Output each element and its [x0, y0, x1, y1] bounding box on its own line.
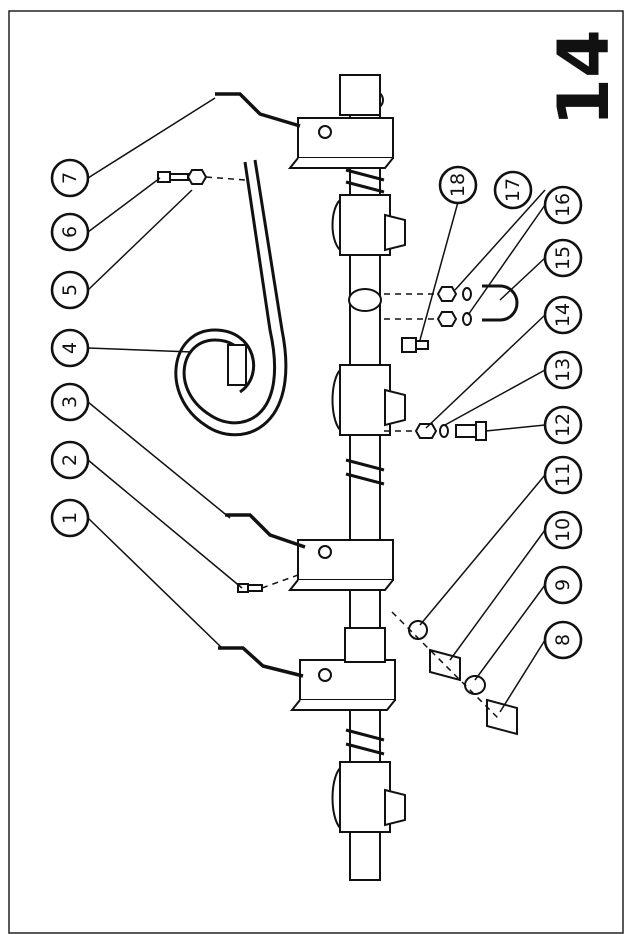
callout-18: 18: [438, 165, 478, 205]
callout-label: 4: [59, 342, 81, 354]
callout-label: 14: [552, 303, 574, 327]
callout-10: 10: [543, 510, 583, 550]
callout-label: 18: [447, 173, 469, 197]
callout-9: 9: [543, 565, 583, 605]
small-hardware: [157, 169, 519, 736]
callout-11: 11: [543, 455, 583, 495]
callout-label: 11: [552, 463, 574, 487]
callout-17: 17: [493, 170, 533, 210]
page-border: [8, 10, 624, 934]
callout-label: 2: [59, 454, 81, 466]
callout-label: 17: [502, 178, 524, 202]
callout-1: 1: [50, 498, 90, 538]
callout-15: 15: [543, 238, 583, 278]
main-shaft: [331, 87, 406, 881]
callout-3: 3: [50, 382, 90, 422]
assembly-lines: [205, 176, 501, 721]
callout-label: 7: [59, 172, 81, 184]
callout-label: 12: [552, 413, 574, 437]
leader-lines: [87, 97, 546, 713]
callout-13: 13: [543, 350, 583, 390]
callout-6: 6: [50, 212, 90, 252]
callout-14: 14: [543, 295, 583, 335]
tine-bracket-bottom: [218, 627, 396, 711]
callout-label: 8: [552, 634, 574, 646]
page-number: 14: [543, 29, 625, 126]
callout-4: 4: [50, 328, 90, 368]
spring-tine: [174, 159, 288, 437]
callout-label: 16: [552, 193, 574, 217]
callout-label: 15: [552, 246, 574, 270]
callout-label: 9: [552, 579, 574, 591]
callout-16: 16: [543, 185, 583, 225]
callout-8: 8: [543, 620, 583, 660]
callout-5: 5: [50, 270, 90, 310]
callout-label: 6: [59, 226, 81, 238]
callout-label: 10: [552, 518, 574, 542]
callout-12: 12: [543, 405, 583, 445]
callout-label: 13: [552, 358, 574, 382]
callout-label: 3: [59, 396, 81, 408]
tine-bracket-top: [215, 74, 394, 169]
callout-label: 5: [59, 284, 81, 296]
callout-7: 7: [50, 158, 90, 198]
callout-2: 2: [50, 440, 90, 480]
tine-bracket-middle: [225, 513, 394, 591]
callout-label: 1: [59, 512, 81, 524]
